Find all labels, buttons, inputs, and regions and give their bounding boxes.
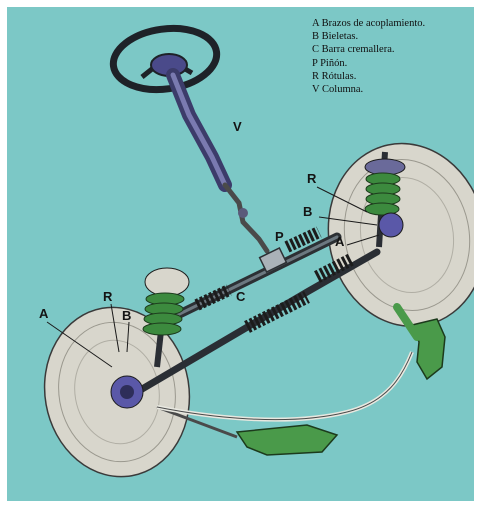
steering-wheel: [109, 22, 220, 96]
label-p-pinion: P: [275, 230, 284, 243]
legend-item-b: B Bieletas.: [312, 30, 474, 43]
legend-item-v: V Columna.: [312, 83, 474, 96]
lower-arms: [157, 307, 445, 455]
legend: A Brazos de acoplamiento. B Bieletas. C …: [312, 17, 474, 96]
label-r-left: R: [103, 290, 112, 303]
label-b-right: B: [303, 205, 312, 218]
diagram-panel: A Brazos de acoplamiento. B Bieletas. C …: [7, 7, 474, 501]
legend-item-c: C Barra cremallera.: [312, 43, 474, 56]
legend-item-r: R Rótulas.: [312, 70, 474, 83]
stabilizer-bar: [157, 352, 412, 420]
label-a-right: A: [335, 235, 344, 248]
legend-item-a: A Brazos de acoplamiento.: [312, 17, 474, 30]
label-a-left: A: [39, 307, 48, 320]
label-c-rack: C: [236, 290, 245, 303]
label-r-right: R: [307, 172, 316, 185]
label-v-column: V: [233, 120, 242, 133]
label-b-left: B: [122, 309, 131, 322]
steering-column: [173, 75, 267, 251]
legend-item-p: P Piñón.: [312, 57, 474, 70]
